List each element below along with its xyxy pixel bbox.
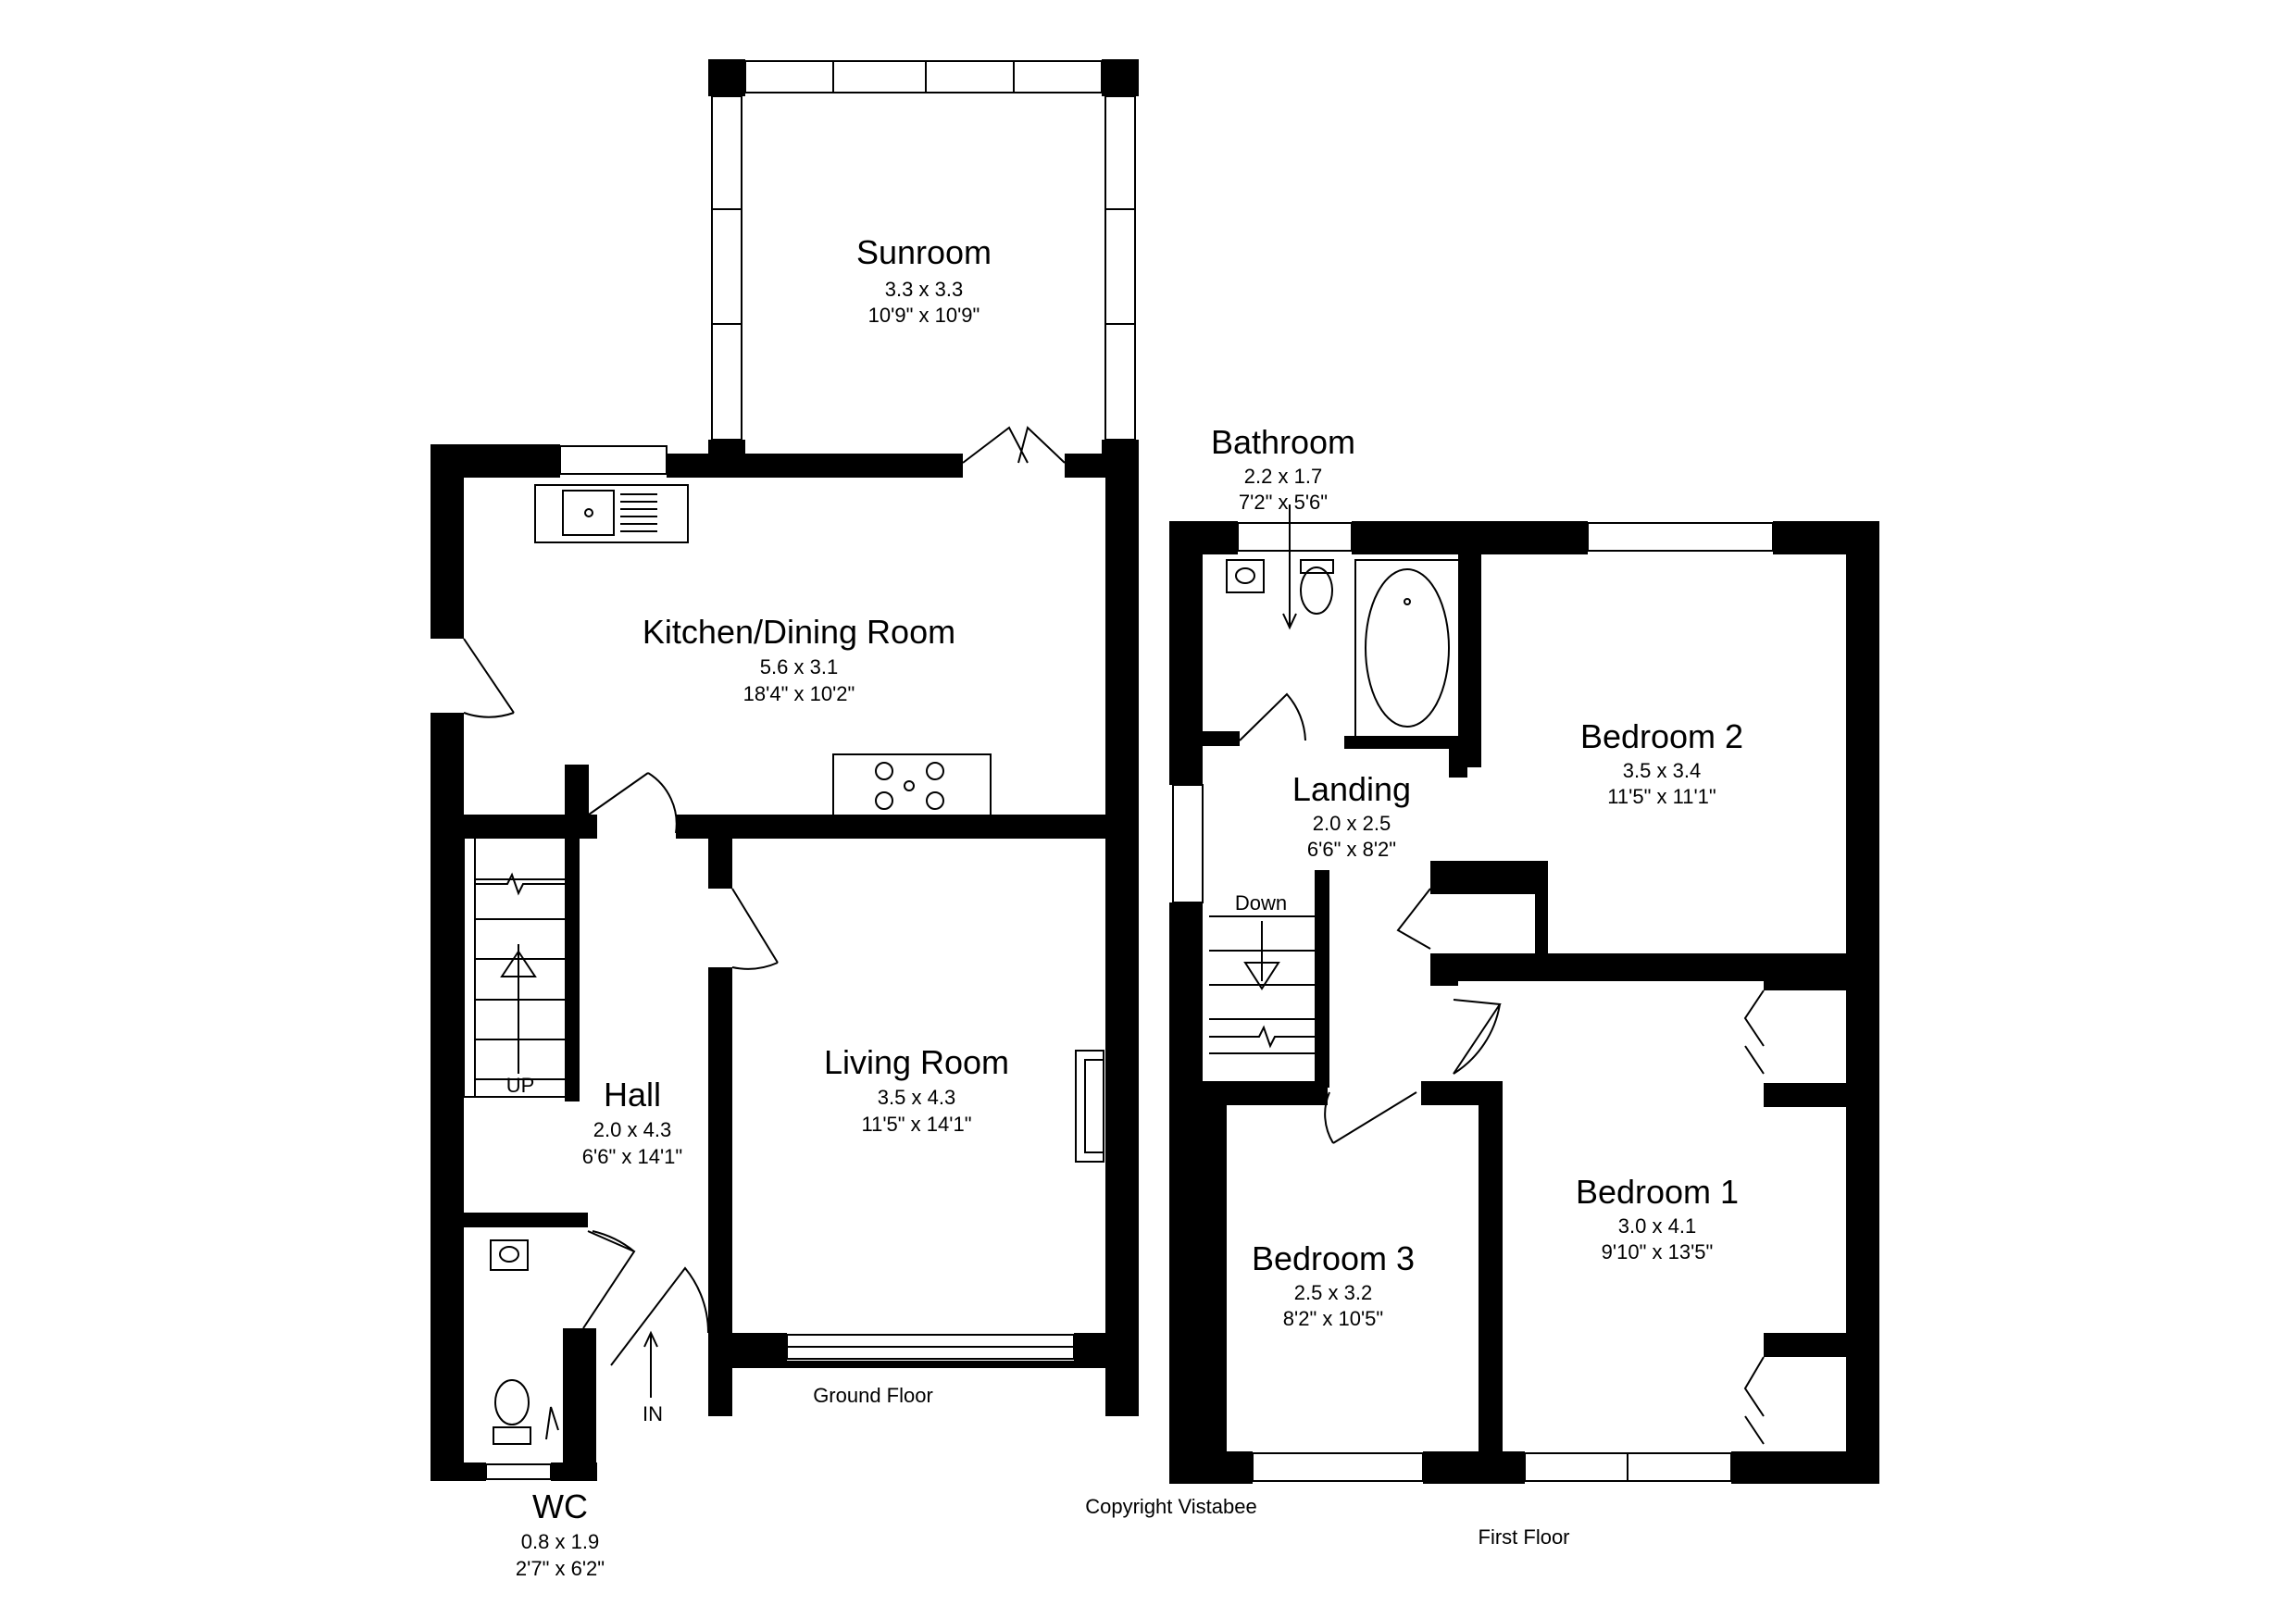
room-bedroom-2: Bedroom 2 3.5 x 3.4 11'5" x 11'1" [1580, 717, 1743, 808]
copyright-text: Copyright Vistabee [1085, 1495, 1257, 1518]
room-metric: 3.0 x 4.1 [1618, 1214, 1696, 1238]
room-metric: 2.2 x 1.7 [1244, 465, 1322, 488]
room-bathroom: Bathroom 2.2 x 1.7 7'2" x 5'6" [1211, 423, 1355, 514]
ground-floor-walls [430, 59, 1139, 1481]
first-floor-label: First Floor [1479, 1525, 1570, 1549]
sunroom-windows [463, 60, 1136, 1480]
room-imperial: 8'2" x 10'5" [1283, 1307, 1383, 1330]
room-name: Sunroom [856, 233, 992, 271]
room-imperial: 18'4" x 10'2" [743, 682, 855, 705]
ground-stairs [475, 872, 658, 1445]
room-landing: Landing 2.0 x 2.5 6'6" x 8'2" [1292, 770, 1411, 861]
room-imperial: 11'5" x 14'1" [861, 1113, 971, 1136]
room-imperial: 6'6" x 14'1" [582, 1145, 682, 1168]
room-imperial: 10'9" x 10'9" [868, 304, 980, 327]
room-imperial: 6'6" x 8'2" [1307, 838, 1396, 861]
kitchen-fittings [534, 484, 1104, 1163]
room-metric: 2.0 x 2.5 [1313, 812, 1391, 835]
room-metric: 3.5 x 4.3 [878, 1086, 955, 1109]
room-sunroom: Sunroom 3.3 x 3.3 10'9" x 10'9" [856, 233, 992, 327]
room-name: Bedroom 2 [1580, 717, 1743, 755]
room-metric: 5.6 x 3.1 [760, 655, 838, 678]
ground-doors [463, 426, 1066, 1440]
room-wc: WC 0.8 x 1.9 2'7" x 6'2" [516, 1487, 605, 1580]
room-metric: 2.5 x 3.2 [1294, 1281, 1372, 1304]
room-imperial: 11'5" x 11'1" [1607, 785, 1716, 808]
room-kitchen: Kitchen/Dining Room 5.6 x 3.1 18'4" x 10… [643, 613, 955, 705]
room-name: Bathroom [1211, 423, 1355, 461]
room-name: Hall [604, 1076, 661, 1114]
room-name: Bedroom 3 [1252, 1239, 1415, 1277]
room-name: Bedroom 1 [1576, 1173, 1739, 1211]
room-name: WC [532, 1487, 588, 1525]
room-imperial: 7'2" x 5'6" [1239, 491, 1328, 514]
entrance-label: IN [643, 1402, 663, 1425]
room-imperial: 9'10" x 13'5" [1602, 1240, 1714, 1263]
room-hall: Hall 2.0 x 4.3 6'6" x 14'1" [582, 1076, 682, 1168]
room-metric: 2.0 x 4.3 [593, 1118, 671, 1141]
room-name: Living Room [824, 1043, 1009, 1081]
room-name: Kitchen/Dining Room [643, 613, 955, 651]
first-floor-details [1172, 504, 1774, 1482]
stairs-up-label: UP [506, 1074, 535, 1097]
room-bedroom-1: Bedroom 1 3.0 x 4.1 9'10" x 13'5" [1576, 1173, 1739, 1263]
room-metric: 0.8 x 1.9 [521, 1530, 599, 1553]
room-metric: 3.5 x 3.4 [1623, 759, 1701, 782]
room-bedroom-3: Bedroom 3 2.5 x 3.2 8'2" x 10'5" [1252, 1239, 1415, 1330]
room-imperial: 2'7" x 6'2" [516, 1557, 605, 1580]
room-living: Living Room 3.5 x 4.3 11'5" x 14'1" [824, 1043, 1009, 1136]
stairs-down-label: Down [1235, 891, 1287, 915]
first-floor-walls [1169, 521, 1879, 1484]
room-name: Landing [1292, 770, 1411, 808]
room-metric: 3.3 x 3.3 [885, 278, 963, 301]
ground-floor-label: Ground Floor [813, 1384, 933, 1407]
